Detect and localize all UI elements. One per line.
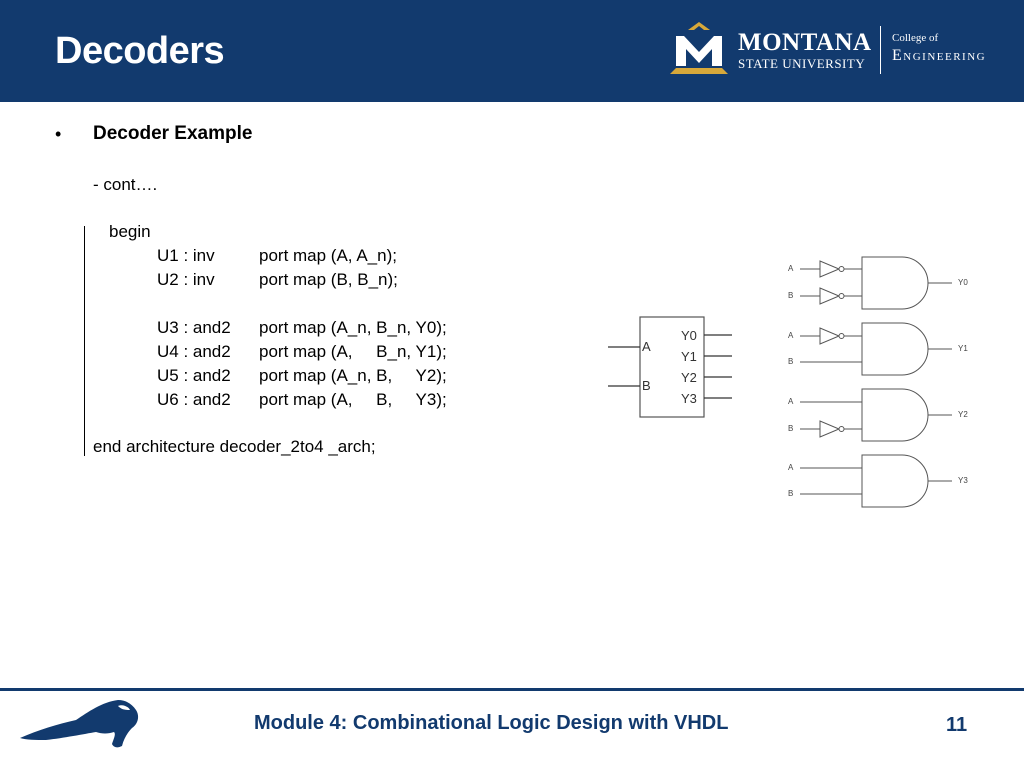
gate-row-y2: A B Y2 bbox=[788, 388, 968, 442]
gate-row-y3: A B Y3 bbox=[788, 454, 968, 508]
svg-text:Y3: Y3 bbox=[958, 476, 968, 485]
block-input-label: A bbox=[642, 339, 651, 354]
bullet-marker: • bbox=[55, 124, 62, 144]
code-block-bar bbox=[84, 226, 85, 456]
code-label: U4 : and2 bbox=[157, 342, 231, 361]
svg-text:Y0: Y0 bbox=[958, 278, 968, 287]
block-output-label: Y1 bbox=[681, 349, 697, 364]
svg-text:B: B bbox=[788, 489, 793, 498]
code-portmap: port map (A, B_n, Y1); bbox=[259, 342, 447, 361]
decoder-block-diagram: A B Y0 Y1 Y2 Y3 bbox=[608, 316, 732, 418]
and-gate-icon bbox=[861, 388, 929, 442]
page-number: 11 bbox=[946, 714, 968, 736]
svg-text:A: A bbox=[788, 397, 794, 406]
msu-m-icon bbox=[670, 22, 728, 74]
svg-text:A: A bbox=[788, 463, 794, 472]
decoder-gate-diagram: A B Y0 A B Y1 A B Y2 bbox=[788, 256, 968, 508]
svg-text:B: B bbox=[788, 291, 793, 300]
logo-montana: MONTANA bbox=[738, 29, 872, 56]
inverter-icon bbox=[819, 287, 841, 305]
header-bar: Decoders MONTANA STATE UNIVERSITY Colleg… bbox=[0, 0, 1024, 102]
logo-college-of: College of bbox=[892, 32, 939, 44]
footer-divider bbox=[0, 688, 1024, 691]
footer-module-title: Module 4: Combinational Logic Design wit… bbox=[254, 712, 729, 734]
svg-text:Y2: Y2 bbox=[958, 410, 968, 419]
cont-text: - cont…. bbox=[93, 175, 158, 194]
code-portmap: port map (A, B, Y3); bbox=[259, 390, 447, 409]
code-portmap: port map (B, B_n); bbox=[259, 270, 398, 289]
code-label: U1 : inv bbox=[157, 246, 215, 265]
decoder-box bbox=[639, 316, 705, 418]
block-output-label: Y2 bbox=[681, 370, 697, 385]
code-portmap: port map (A_n, B, Y2); bbox=[259, 366, 447, 385]
svg-text:B: B bbox=[788, 357, 793, 366]
logo-divider bbox=[880, 26, 881, 74]
and-gate-icon bbox=[861, 454, 929, 508]
and-gate-icon bbox=[861, 322, 929, 376]
inverter-icon bbox=[819, 260, 841, 278]
svg-text:A: A bbox=[788, 331, 794, 340]
svg-text:A: A bbox=[788, 264, 794, 273]
code-portmap: port map (A, A_n); bbox=[259, 246, 397, 265]
logo-engineering: Engineering bbox=[892, 47, 987, 64]
section-heading: Decoder Example bbox=[93, 123, 253, 144]
code-begin: begin bbox=[109, 222, 151, 241]
logo-state-university: STATE UNIVERSITY bbox=[738, 56, 866, 71]
slide-title: Decoders bbox=[55, 30, 225, 72]
msu-engineering-logo: MONTANA STATE UNIVERSITY College of Engi… bbox=[666, 22, 1016, 78]
bobcat-mascot-icon bbox=[20, 700, 139, 748]
block-output-label: Y3 bbox=[681, 391, 697, 406]
block-output-label: Y0 bbox=[681, 328, 697, 343]
code-label: U5 : and2 bbox=[157, 366, 231, 385]
block-input-label: B bbox=[642, 378, 651, 393]
svg-text:Y1: Y1 bbox=[958, 344, 968, 353]
svg-text:B: B bbox=[788, 424, 793, 433]
gate-row-y1: A B Y1 bbox=[788, 322, 968, 376]
code-end-line: end architecture decoder_2to4 _arch; bbox=[93, 437, 376, 456]
code-label: U2 : inv bbox=[157, 270, 215, 289]
code-label: U6 : and2 bbox=[157, 390, 231, 409]
code-portmap: port map (A_n, B_n, Y0); bbox=[259, 318, 447, 337]
and-gate-icon bbox=[861, 256, 929, 310]
inverter-icon bbox=[819, 327, 841, 345]
inverter-icon bbox=[819, 420, 841, 438]
gate-row-y0: A B Y0 bbox=[788, 256, 968, 310]
code-label: U3 : and2 bbox=[157, 318, 231, 337]
